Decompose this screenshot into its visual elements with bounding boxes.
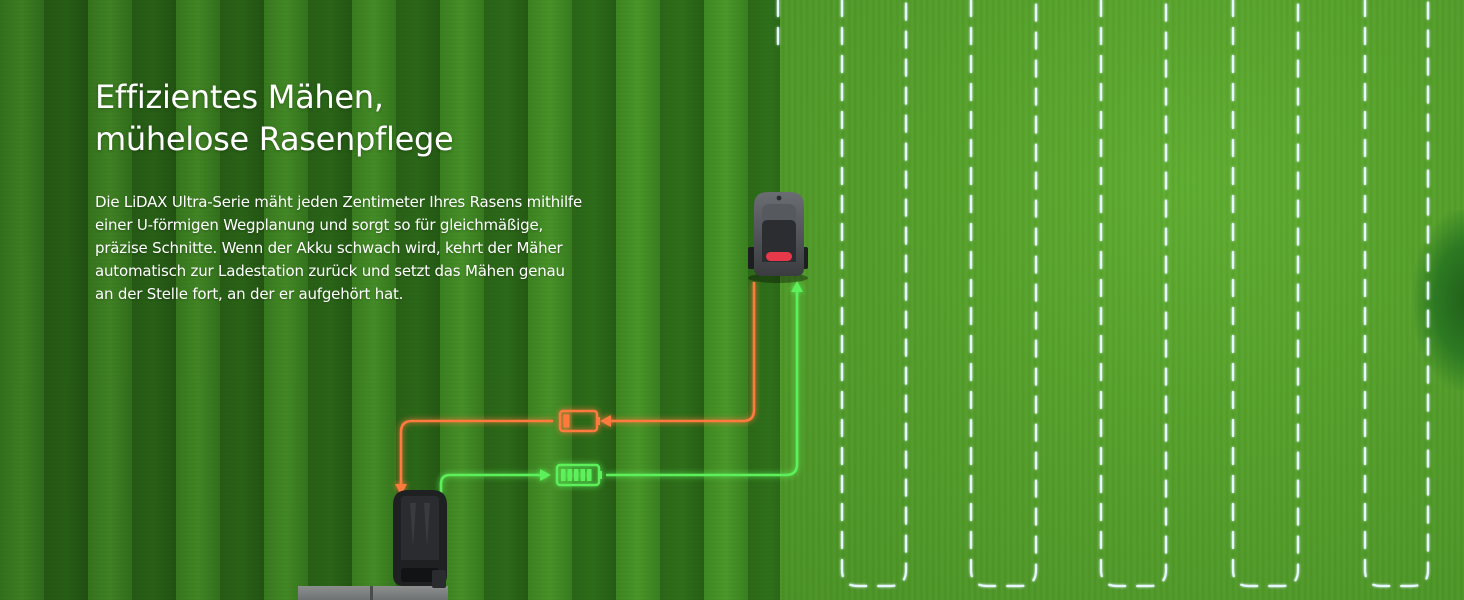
- paving-stones: [298, 586, 448, 600]
- planned-path-u-2: [840, 0, 908, 588]
- battery-low-icon: [558, 409, 600, 433]
- charging-station-icon: [393, 490, 447, 588]
- planned-path-u-4: [1099, 0, 1168, 588]
- headline-line-1: Effizientes Mähen,: [95, 78, 384, 116]
- headline: Effizientes Mähen, mühelose Rasenpflege: [95, 76, 615, 160]
- planned-path-u-5: [1231, 0, 1300, 588]
- battery-full-icon: [555, 463, 602, 487]
- shade-overlay: [0, 0, 700, 600]
- return-to-station-path: [395, 282, 756, 495]
- bush: [1414, 210, 1464, 390]
- resume-mowing-path: [439, 281, 803, 493]
- paving-gap: [370, 586, 373, 600]
- planned-path-u-3: [969, 0, 1038, 588]
- robot-mower-icon: [748, 192, 808, 283]
- planned-path-u-6: [1363, 0, 1430, 588]
- planned-mowing-paths: [776, 0, 1430, 588]
- unmowed-lawn: [780, 0, 1464, 600]
- mowed-lawn-stripes: [0, 0, 800, 600]
- headline-line-2: mühelose Rasenpflege: [95, 120, 454, 158]
- description-paragraph: Die LiDAX Ultra-Serie mäht jeden Zentime…: [95, 193, 583, 303]
